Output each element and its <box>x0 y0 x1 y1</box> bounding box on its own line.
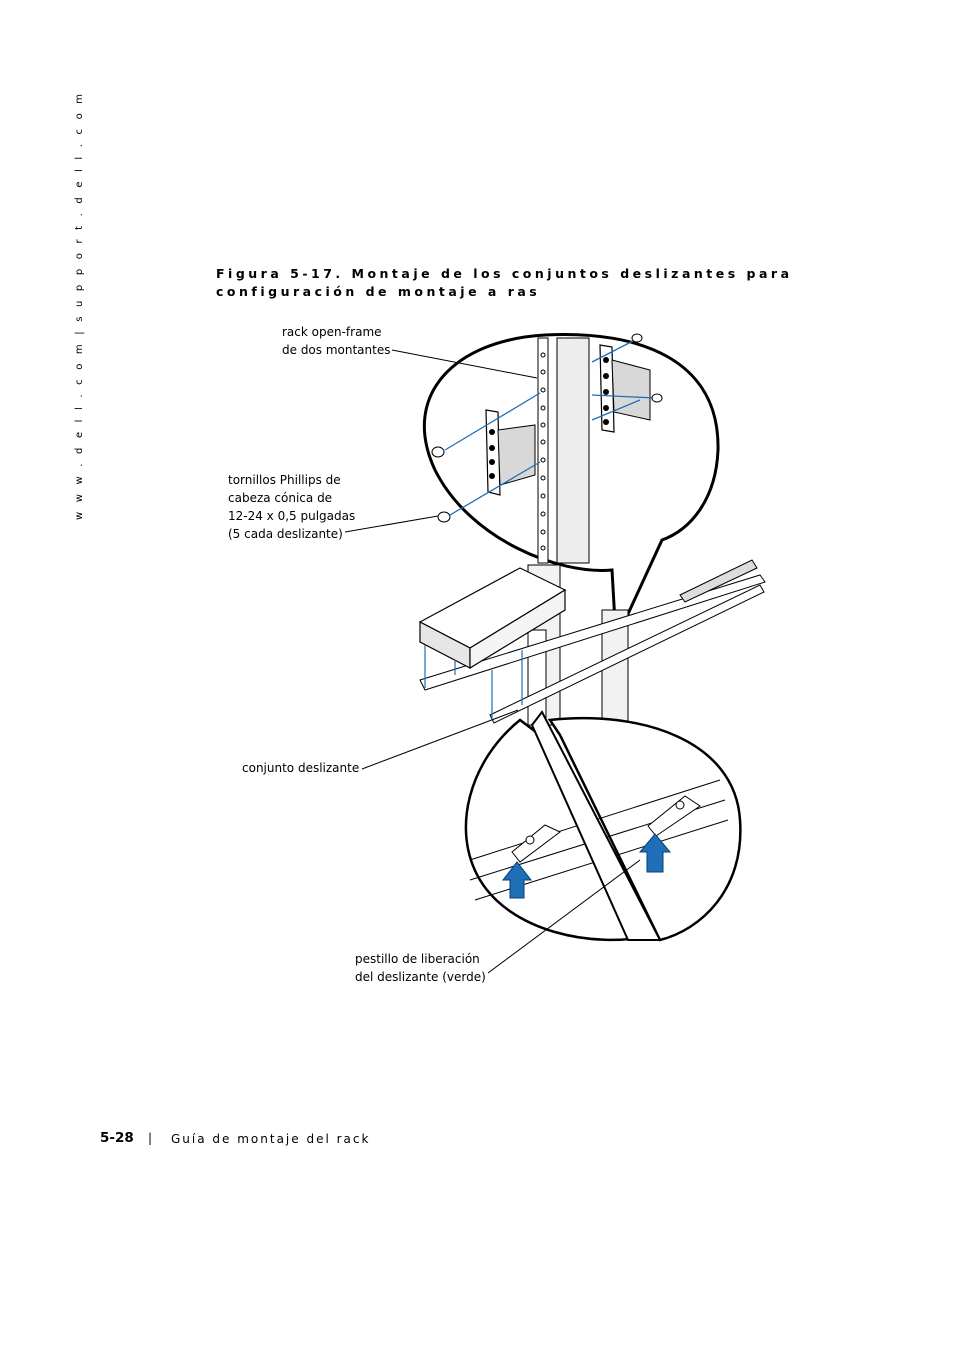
page-number: 5-28 <box>100 1130 134 1146</box>
mounting-screws <box>444 339 656 516</box>
rack-post-holes <box>540 352 546 551</box>
server-chassis <box>418 567 567 670</box>
footer-separator: | <box>148 1131 153 1145</box>
label-release-latch: pestillo de liberación del deslizante (v… <box>355 952 486 984</box>
label-rack: rack open-frame de dos montantes <box>282 325 391 357</box>
slide-rails <box>419 559 766 724</box>
release-latch-right <box>647 795 701 837</box>
detail-funnel <box>530 710 662 941</box>
figure-caption: Figura 5-17. Montaje de los conjuntos de… <box>216 266 793 299</box>
leader-lines <box>344 349 641 974</box>
server-blue-guides <box>424 645 523 720</box>
footer-title: Guía de montaje del rack <box>171 1132 371 1146</box>
right-bracket <box>599 344 651 433</box>
rack-post-upper <box>556 337 590 564</box>
screw-heads <box>431 333 663 523</box>
label-slide-assembly: conjunto deslizante <box>242 761 360 775</box>
release-latch-left <box>511 824 561 863</box>
label-screws: tornillos Phillips de cabeza cónica de 1… <box>228 473 356 541</box>
up-arrow-icons <box>501 833 672 899</box>
